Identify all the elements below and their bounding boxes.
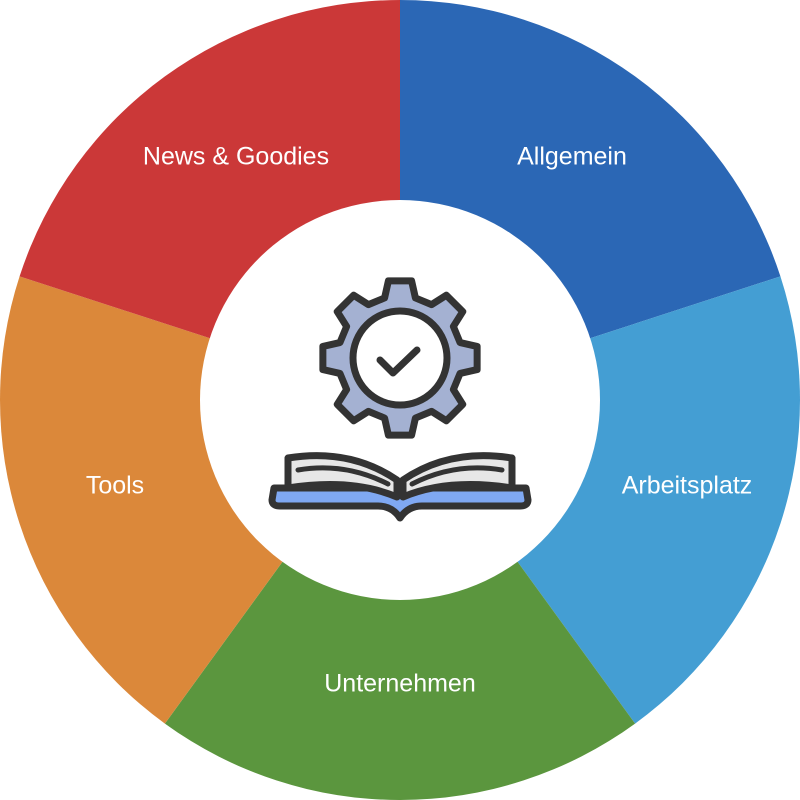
segment-label-unternehmen[interactable]: Unternehmen bbox=[324, 670, 475, 698]
gear-icon bbox=[319, 277, 481, 439]
gear-inner-circle bbox=[349, 307, 451, 409]
open-book-icon bbox=[268, 452, 532, 522]
book-cover bbox=[268, 484, 532, 522]
segment-label-tools[interactable]: Tools bbox=[86, 472, 144, 500]
segment-label-arbeitsplatz[interactable]: Arbeitsplatz bbox=[622, 472, 753, 500]
labels: Allgemein Arbeitsplatz Unternehmen Tools… bbox=[86, 143, 753, 698]
gear-checkmark-book-icon bbox=[268, 277, 532, 522]
book-right-line bbox=[409, 465, 505, 487]
segment-label-news-goodies[interactable]: News & Goodies bbox=[143, 143, 329, 171]
checkmark-icon bbox=[376, 346, 421, 377]
book-left-line bbox=[295, 465, 391, 487]
segment-label-allgemein[interactable]: Allgemein bbox=[517, 143, 627, 171]
